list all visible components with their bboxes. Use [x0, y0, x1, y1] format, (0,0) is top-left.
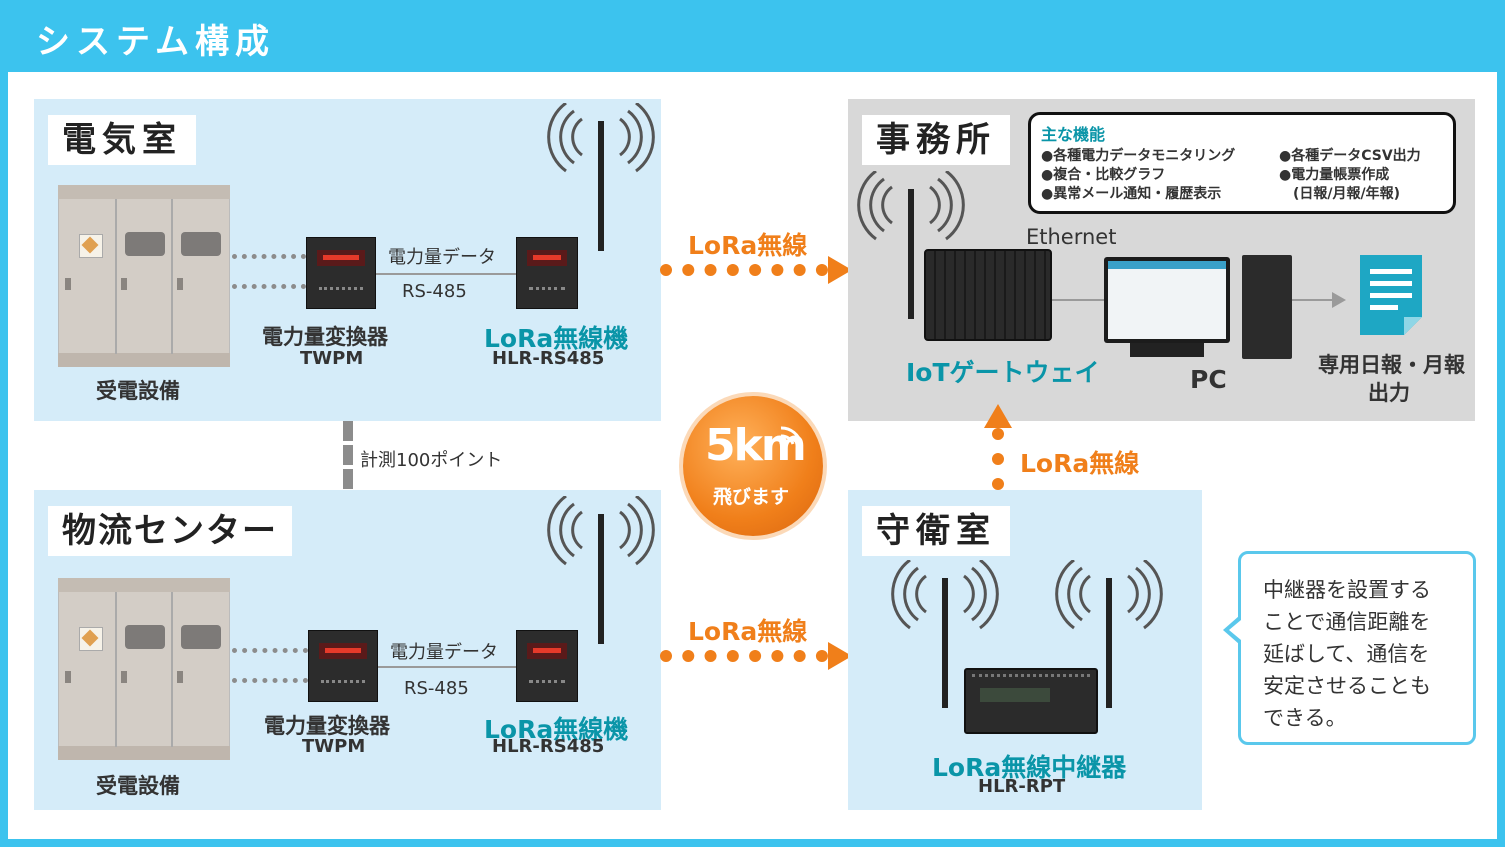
antenna-icon: [857, 171, 965, 319]
butsuryu-lora-model: HLR-RS485: [492, 736, 605, 757]
bubble-pointer-inner: [1229, 620, 1241, 640]
header-bar: システム構成: [0, 0, 1505, 72]
butsuryu-converter-name: 電力量変換器: [264, 714, 390, 738]
denki-panel: 電気室 受電設備 電力量変換器 TWPM 電力量データ RS-485 LoRa無…: [34, 99, 661, 421]
butsuryu-protocol: RS-485: [404, 678, 469, 699]
lora-repeater-device: [964, 668, 1098, 734]
cabinet-link: [232, 648, 308, 653]
diagram-title: システム構成: [36, 22, 275, 62]
guard-label: 守衛室: [862, 506, 1010, 556]
cabinet-link: [232, 678, 308, 683]
note-line: 安定させることも: [1263, 674, 1431, 698]
note-bubble: 中継器を設置する ことで通信距離を 延ばして、通信を 安定させることも できる。: [1223, 551, 1476, 745]
lora-link-top-label: LoRa無線: [688, 231, 808, 260]
denki-protocol: RS-485: [402, 281, 467, 302]
antenna-icon: [1055, 560, 1163, 708]
function-item: ●各種電力データモニタリング: [1041, 148, 1236, 164]
butsuryu-equipment-label: 受電設備: [96, 774, 180, 798]
cabinet-link: [232, 284, 306, 289]
lora-transmitter: [516, 630, 578, 702]
office-panel: 事務所 主な機能 ●各種電力データモニタリング ●複合・比較グラフ ●異常メール…: [848, 99, 1475, 421]
lora-link-up-label: LoRa無線: [1020, 449, 1140, 478]
denki-data-label: 電力量データ: [388, 247, 496, 268]
lora-transmitter: [516, 237, 578, 309]
arrow-right-icon: [1332, 292, 1346, 308]
function-item: ●複合・比較グラフ: [1041, 167, 1166, 183]
measure-points-label: 計測100ポイント: [360, 450, 503, 471]
power-converter: [306, 237, 376, 309]
measure-link: [343, 421, 353, 489]
butsuryu-lora-name: LoRa無線機: [484, 715, 629, 744]
switchgear-cabinet: [58, 185, 230, 367]
note-line: できる。: [1263, 706, 1347, 730]
function-item: ●電力量帳票作成: [1279, 167, 1390, 183]
pc-monitor: [1104, 257, 1230, 343]
office-label: 事務所: [862, 115, 1010, 165]
cabinet-link: [232, 254, 306, 259]
ethernet-line: [1052, 299, 1104, 301]
wifi-icon: [779, 426, 803, 445]
iot-gateway-device: [924, 249, 1052, 341]
antenna-icon: [547, 103, 655, 251]
function-item: ●異常メール通知・履歴表示: [1041, 186, 1222, 202]
power-converter: [308, 630, 378, 702]
pc-label: PC: [1190, 365, 1227, 394]
functions-title: 主な機能: [1041, 125, 1106, 144]
switchgear-cabinet: [58, 578, 230, 760]
lora-link-bottom-arrow: [660, 650, 828, 662]
butsuryu-label: 物流センター: [48, 506, 292, 556]
note-line: 延ばして、通信を: [1263, 642, 1430, 666]
lora-link-bottom-label: LoRa無線: [688, 617, 808, 646]
rs485-line: [378, 666, 516, 668]
gateway-label: IoTゲートウェイ: [906, 358, 1100, 387]
document-icon: [1360, 255, 1422, 335]
butsuryu-data-label: 電力量データ: [390, 642, 498, 663]
pc-tower: [1242, 255, 1292, 359]
antenna-icon: [547, 496, 655, 644]
functions-box: 主な機能 ●各種電力データモニタリング ●複合・比較グラフ ●異常メール通知・履…: [1028, 112, 1456, 214]
note-line: ことで通信距離を: [1263, 610, 1431, 634]
antenna-icon: [891, 560, 999, 708]
lora-link-top-arrow: [660, 264, 828, 276]
denki-label: 電気室: [48, 115, 196, 165]
note-line: 中継器を設置する: [1263, 578, 1431, 602]
range-caption: 飛びます: [713, 486, 790, 508]
denki-converter-model: TWPM: [300, 348, 364, 369]
lora-link-up-arrow: [992, 428, 1004, 490]
butsuryu-panel: 物流センター 受電設備 電力量変換器 TWPM 電力量データ RS-485 Lo…: [34, 490, 661, 810]
denki-lora-model: HLR-RS485: [492, 348, 605, 369]
function-item: ●各種データCSV出力: [1279, 148, 1421, 164]
rs485-line: [376, 273, 516, 275]
butsuryu-converter-model: TWPM: [302, 736, 366, 757]
monitor-stand: [1130, 343, 1204, 357]
denki-equipment-label: 受電設備: [96, 379, 180, 403]
function-item: (日報/月報/年報): [1293, 186, 1401, 202]
warning-sign-icon: [79, 627, 103, 651]
denki-lora-name: LoRa無線機: [484, 324, 629, 353]
arrow-up-icon: [984, 404, 1012, 428]
range-badge: 5km 飛びます: [683, 396, 823, 536]
repeater-name: LoRa無線中継器: [932, 753, 1127, 782]
denki-converter-name: 電力量変換器: [262, 325, 388, 349]
output-line: [1292, 299, 1334, 301]
guard-panel: 守衛室 LoRa無線中継器 HLR-RPT: [848, 490, 1202, 810]
report-label-line1: 専用日報・月報: [1318, 353, 1465, 377]
ethernet-label: Ethernet: [1026, 225, 1117, 249]
warning-sign-icon: [79, 234, 103, 258]
repeater-model: HLR-RPT: [978, 776, 1066, 797]
report-label-line2: 出力: [1368, 381, 1410, 405]
